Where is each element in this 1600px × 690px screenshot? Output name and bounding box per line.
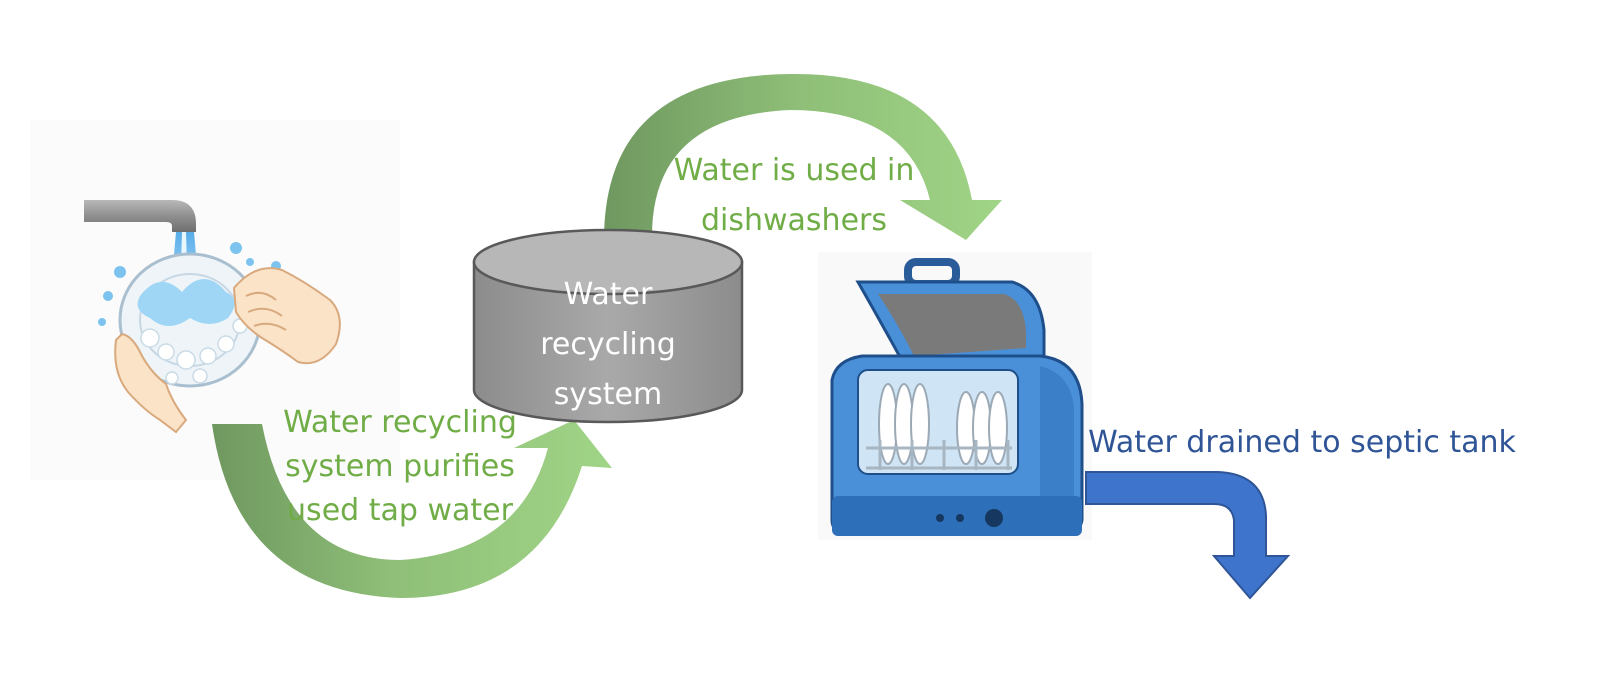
dishwasher-label: Water is used in dishwashers (674, 153, 915, 238)
drain-label: Water drained to septic tank (1088, 425, 1516, 460)
tank-label-line: recycling (540, 327, 676, 362)
faucet-icon (84, 200, 196, 232)
recycle-flow-arrow (212, 420, 612, 598)
dishwasher-flow-arrow (604, 73, 1002, 240)
tank-label-line: system (554, 377, 662, 412)
recycle-label: Water recycling system purifies used tap… (283, 405, 517, 528)
dishwasher-icon (818, 252, 1092, 540)
hand-washing-icon (30, 120, 400, 480)
recycle-label-line: Water recycling (283, 405, 517, 440)
dishwasher-label-line: dishwashers (701, 203, 887, 238)
drain-arrow (1085, 471, 1291, 600)
recycle-label-line: used tap water (287, 493, 514, 528)
dishwasher-label-line: Water is used in (674, 153, 915, 188)
tank-label-line: Water (564, 277, 653, 312)
water-tank-icon (472, 228, 744, 424)
tank-label: Water recycling system (540, 277, 676, 412)
recycle-label-line: system purifies (285, 449, 515, 484)
